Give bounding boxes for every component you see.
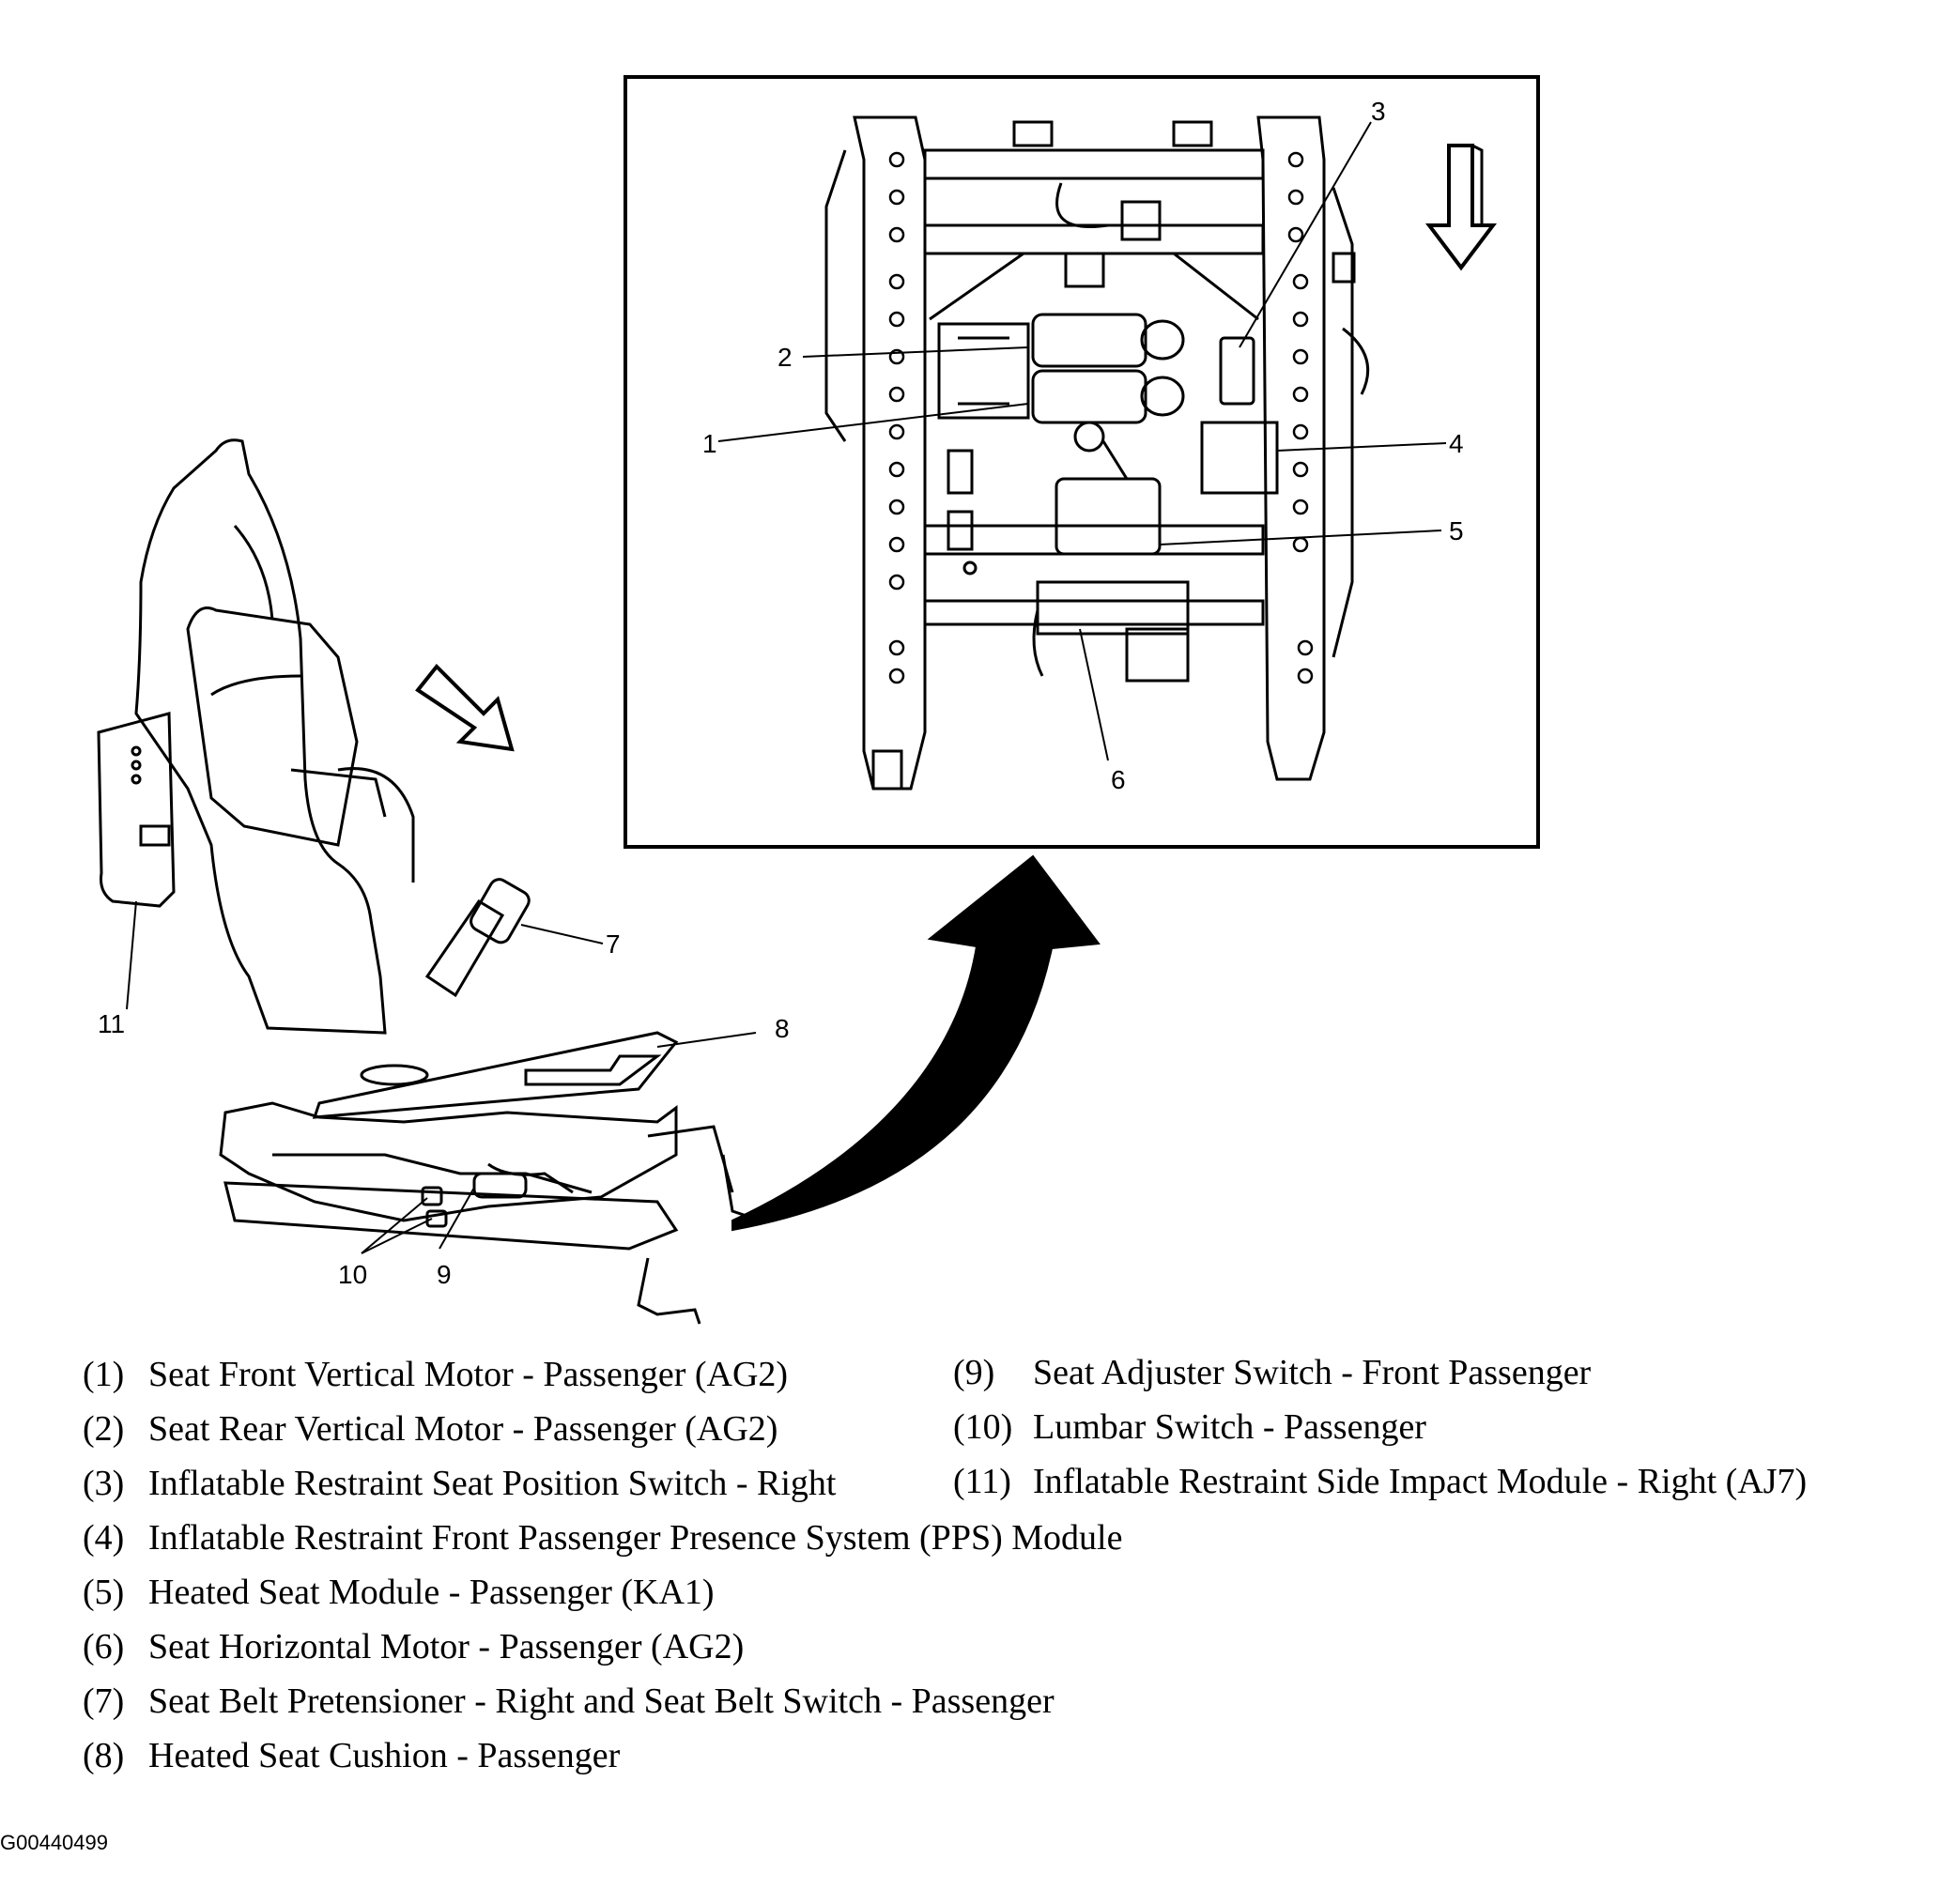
callout-7: 7 (606, 929, 621, 959)
legend-item: (11)Inflatable Restraint Side Impact Mod… (953, 1462, 1808, 1501)
callout-8: 8 (775, 1014, 790, 1043)
callout-10: 10 (338, 1260, 367, 1289)
legend-item: (6)Seat Horizontal Motor - Passenger (AG… (83, 1627, 745, 1666)
view-direction-arrow (1424, 144, 1498, 271)
detail-reference-arrow (731, 854, 1101, 1232)
legend-item: (1)Seat Front Vertical Motor - Passenger… (83, 1355, 789, 1394)
callout-4: 4 (1449, 429, 1464, 458)
legend-item: (9)Seat Adjuster Switch - Front Passenge… (953, 1353, 1592, 1392)
callout-1: 1 (702, 429, 717, 458)
callout-leaders (126, 121, 1447, 1254)
figure-id: G00440499 (0, 1831, 108, 1854)
legend-item: (4)Inflatable Restraint Front Passenger … (83, 1518, 1123, 1558)
detail-view-frame (624, 75, 1540, 849)
legend-item: (5)Heated Seat Module - Passenger (KA1) (83, 1573, 715, 1612)
legend-item: (8)Heated Seat Cushion - Passenger (83, 1736, 621, 1775)
legend-item: (7)Seat Belt Pretensioner - Right and Se… (83, 1681, 1055, 1721)
seat-view-arrow (415, 664, 515, 752)
legend-item: (3)Inflatable Restraint Seat Position Sw… (83, 1464, 837, 1503)
seat-frame-detail (824, 115, 1370, 791)
callout-9: 9 (437, 1260, 452, 1289)
callout-6: 6 (1111, 765, 1126, 794)
passenger-seat-assembly (97, 438, 780, 1325)
legend-right: (9)Seat Adjuster Switch - Front Passenge… (953, 1345, 1807, 1509)
legend-item: (10)Lumbar Switch - Passenger (953, 1407, 1426, 1447)
legend-left: (1)Seat Front Vertical Motor - Passenger… (83, 1347, 1122, 1783)
callout-3: 3 (1371, 97, 1386, 126)
callout-5: 5 (1449, 516, 1464, 545)
callout-2: 2 (778, 343, 793, 372)
legend-item: (2)Seat Rear Vertical Motor - Passenger … (83, 1409, 778, 1449)
callout-11: 11 (98, 1009, 125, 1038)
